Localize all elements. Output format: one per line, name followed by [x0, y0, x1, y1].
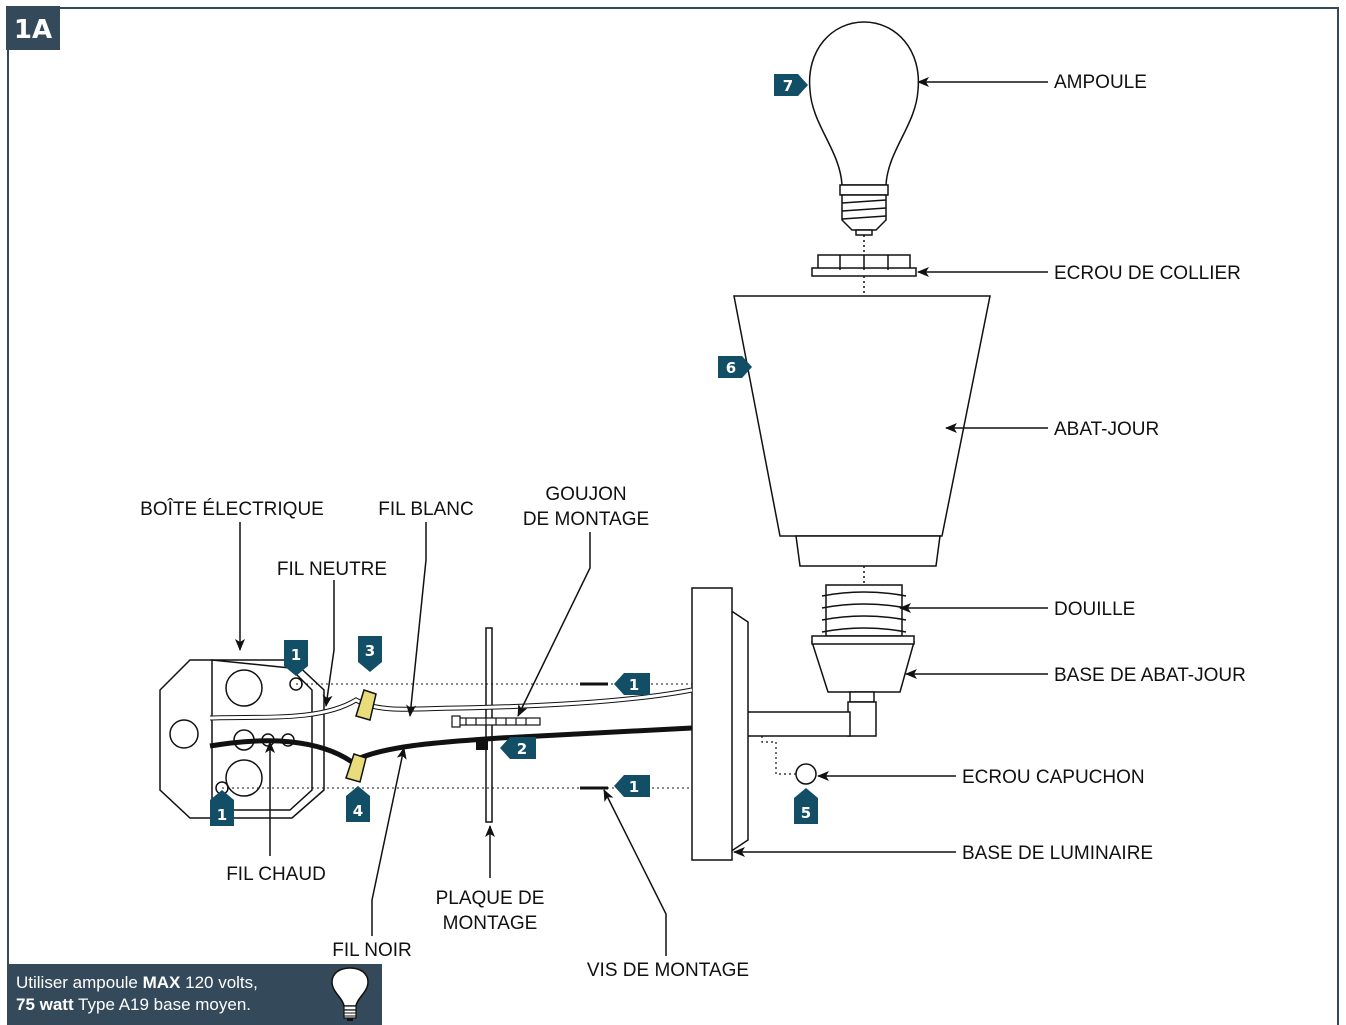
svg-text:2: 2 [517, 740, 527, 758]
label-base-luminaire: BASE DE LUMINAIRE [962, 843, 1153, 864]
cap-nut [795, 763, 817, 785]
label-ecrou-capuchon: ECROU CAPUCHON [962, 767, 1145, 788]
svg-text:1: 1 [629, 778, 639, 796]
svg-text:3: 3 [365, 642, 375, 660]
black-wire [209, 725, 693, 765]
leader-fil-blanc [406, 522, 427, 717]
leader-vis [603, 789, 667, 956]
fixture-base [691, 587, 851, 861]
shade [733, 295, 991, 567]
label-base-abat-jour: BASE DE ABAT-JOUR [1054, 665, 1246, 686]
step-badge-3: 3 [358, 636, 382, 672]
step-badge-2: 2 [500, 737, 536, 759]
bulb-note: Utiliser ampoule MAX 120 volts, 75 watt … [8, 964, 382, 1025]
bulb-illustration [808, 21, 920, 236]
label-ecrou-collier: ECROU DE COLLIER [1054, 263, 1241, 284]
wire-nut-3 [355, 689, 377, 721]
svg-text:7: 7 [783, 77, 793, 95]
step-badge-4: 4 [346, 786, 370, 822]
step-badge-1-box-top: 1 [284, 640, 308, 676]
label-vis-montage: VIS DE MONTAGE [587, 960, 749, 981]
wire-nut-4 [345, 753, 367, 783]
figure-frame [7, 7, 1339, 1025]
figure-id-badge: 1A [6, 6, 60, 50]
label-goujon-2: DE MONTAGE [523, 509, 649, 530]
figure-id: 1A [14, 15, 52, 45]
label-abat-jour: ABAT-JOUR [1054, 419, 1159, 440]
svg-text:1: 1 [629, 676, 639, 694]
leader-fil-neutre [322, 580, 335, 707]
label-ampoule: AMPOULE [1054, 72, 1147, 93]
lightbulb-icon [331, 967, 369, 1021]
label-plaque-1: PLAQUE DE [436, 888, 545, 909]
label-fil-chaud: FIL CHAUD [226, 864, 326, 885]
step-badge-6: 6 [718, 356, 752, 378]
leader-goujon [517, 532, 591, 717]
label-fil-noir: FIL NOIR [332, 940, 412, 961]
svg-text:4: 4 [353, 802, 363, 820]
stud-nut [476, 740, 488, 750]
label-douille: DOUILLE [1054, 599, 1135, 620]
step-badge-1-screw-bottom: 1 [614, 775, 650, 797]
step-badge-5: 5 [794, 788, 818, 824]
label-boite-electrique: BOÎTE ÉLECTRIQUE [140, 498, 324, 520]
svg-text:6: 6 [726, 359, 736, 377]
step-badge-1-box-bottom: 1 [210, 790, 234, 826]
step-badge-1-screw-top: 1 [614, 673, 650, 695]
electrical-box [159, 659, 325, 819]
leader-fil-noir [371, 747, 407, 936]
label-fil-blanc: FIL BLANC [378, 499, 473, 520]
svg-text:1: 1 [291, 646, 301, 664]
label-fil-neutre: FIL NEUTRE [277, 559, 387, 580]
collar-nut [811, 254, 917, 277]
bulb-note-line-2: 75 watt Type A19 base moyen. [16, 995, 252, 1014]
label-plaque-2: MONTAGE [443, 913, 538, 934]
bulb-note-line-1: Utiliser ampoule MAX 120 volts, [16, 973, 258, 992]
step-badge-7: 7 [774, 74, 808, 96]
svg-text:5: 5 [801, 804, 811, 822]
svg-text:1: 1 [217, 806, 227, 824]
label-goujon-1: GOUJON [545, 484, 626, 505]
mounting-stud [451, 715, 541, 728]
